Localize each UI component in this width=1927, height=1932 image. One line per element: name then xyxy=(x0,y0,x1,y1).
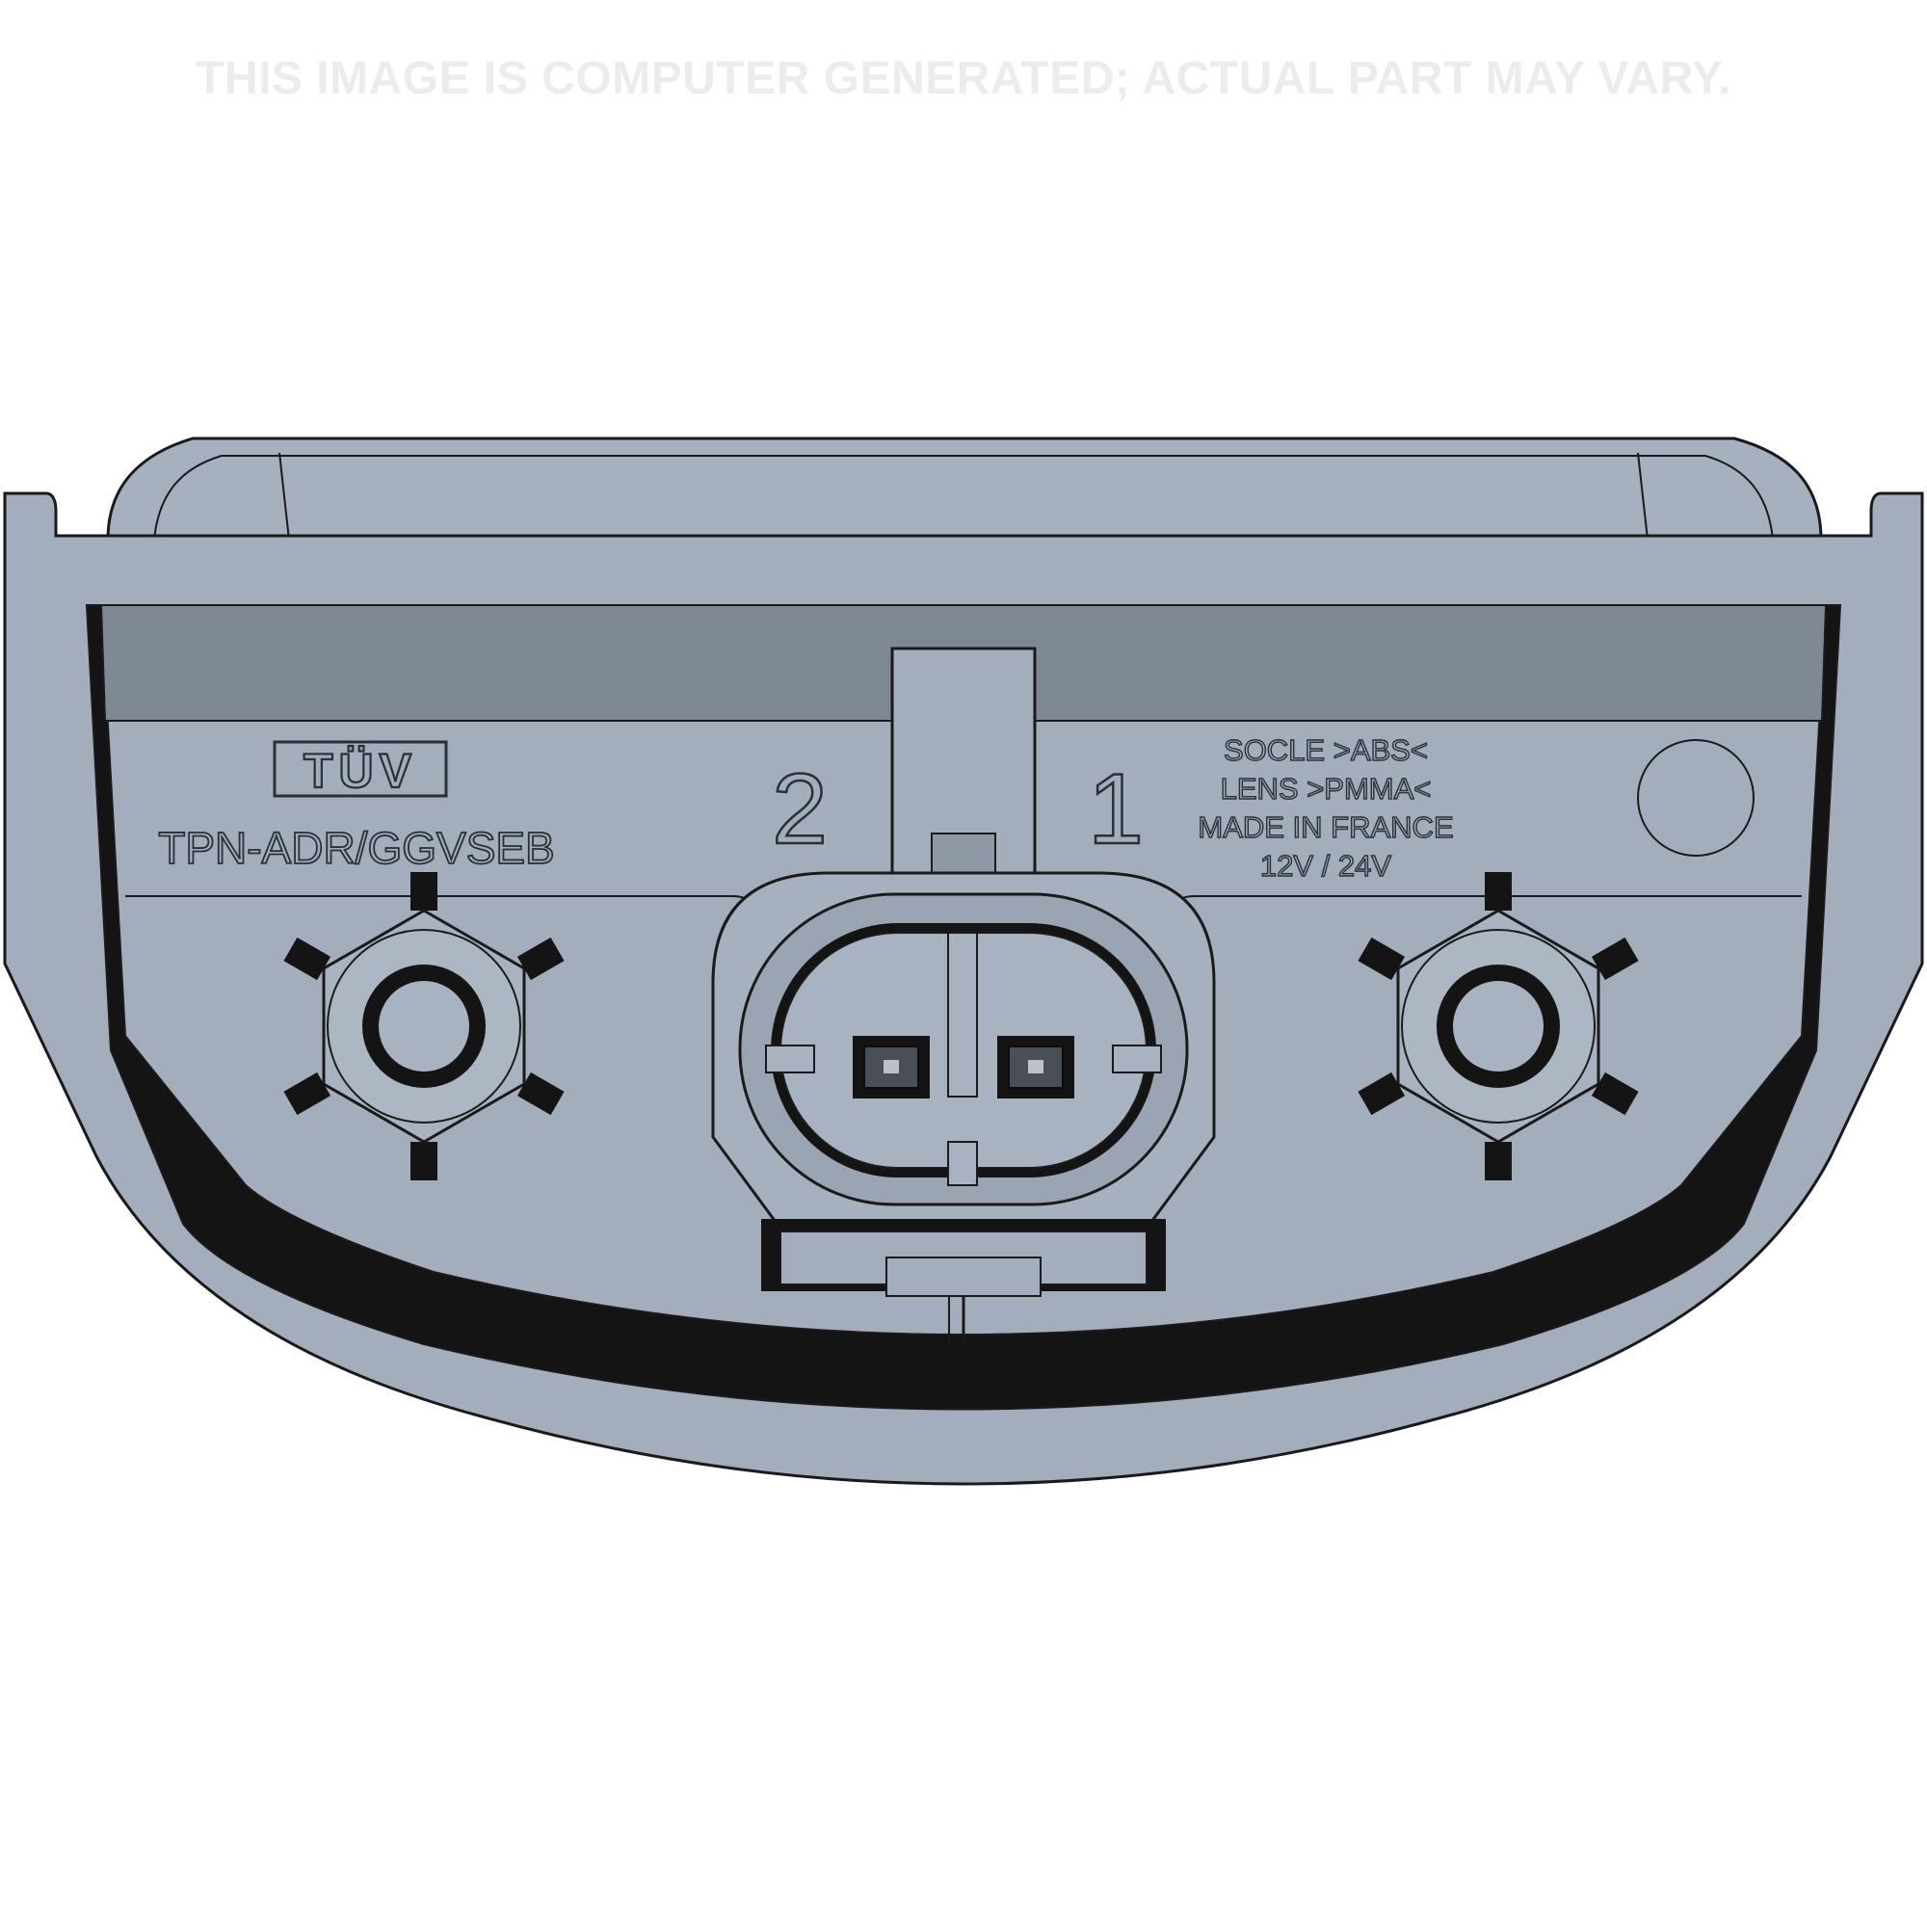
pin-number-1: 1 xyxy=(1088,754,1144,865)
tuv-logo: TÜV xyxy=(304,744,417,798)
lens-top xyxy=(106,437,1823,542)
spec-line-3: MADE IN FRANCE xyxy=(1198,810,1453,844)
connector-key xyxy=(947,1141,978,1186)
approval-code: TPN-ADR/GGVSEB xyxy=(158,823,555,873)
spec-line-4: 12V / 24V xyxy=(1260,849,1391,883)
fixing-stud-left xyxy=(283,872,565,1180)
connector-divider xyxy=(947,932,978,1098)
round-recess xyxy=(1637,739,1755,857)
fixing-stud-right xyxy=(1358,872,1639,1180)
terminal-pin-1 xyxy=(997,1036,1074,1098)
connector-side-key-left xyxy=(765,1045,815,1073)
connector-side-key-right xyxy=(1112,1045,1162,1073)
pin-number-2: 2 xyxy=(772,754,828,865)
spec-block: SOCLE >ABS< LENS >PMMA< MADE IN FRANCE 1… xyxy=(1198,732,1455,883)
tuv-logo-frame xyxy=(273,740,448,798)
spec-line-1: SOCLE >ABS< xyxy=(1224,733,1428,767)
disclaimer-text: THIS IMAGE IS COMPUTER GENERATED; ACTUAL… xyxy=(196,53,1731,104)
spec-line-2: LENS >PMMA< xyxy=(1221,772,1432,806)
lens-inner-rim xyxy=(153,455,1774,541)
terminal-pin-2 xyxy=(853,1036,930,1098)
